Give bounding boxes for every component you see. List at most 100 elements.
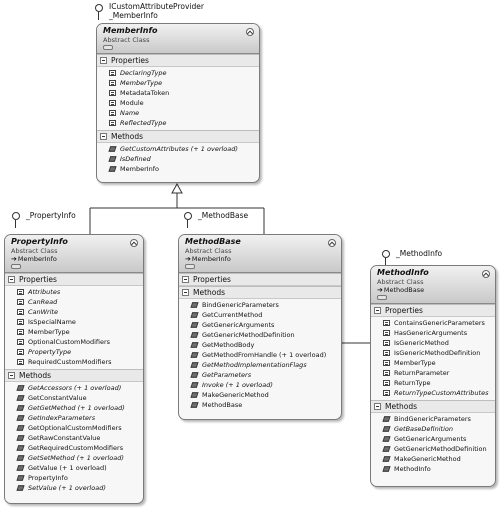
method-item[interactable]: GetCurrentMethod (179, 310, 341, 320)
method-item[interactable]: GetGenericMethodDefinition (371, 444, 495, 454)
inherits-arrow-icon: ➔ (185, 255, 191, 263)
collapse-section-icon[interactable] (182, 289, 189, 296)
property-item[interactable]: MetadataToken (97, 88, 259, 98)
collapse-section-icon[interactable] (374, 307, 381, 314)
collapse-section-icon[interactable] (8, 372, 15, 379)
method-item[interactable]: GetConstantValue (5, 393, 143, 403)
methods-section-header[interactable]: Methods (5, 369, 143, 382)
property-icon (109, 100, 116, 106)
collapse-section-icon[interactable] (100, 57, 107, 64)
method-item[interactable]: GetSetMethod (+ 1 overload) (5, 453, 143, 463)
method-item[interactable]: GetRequiredCustomModifiers (5, 443, 143, 453)
property-item[interactable]: CanRead (5, 297, 143, 307)
property-item[interactable]: ReturnParameter (371, 368, 495, 378)
method-item[interactable]: GetParameters (179, 370, 341, 380)
methods-section-header[interactable]: Methods (179, 286, 341, 299)
method-item[interactable]: GetCustomAttributes (+ 1 overload) (97, 144, 259, 154)
method-item[interactable]: MethodInfo (371, 464, 495, 474)
class-header[interactable]: MethodInfo Abstract Class ➔MethodBase (371, 266, 495, 304)
method-item[interactable]: MethodBase (179, 400, 341, 410)
method-item[interactable]: GetMethodImplementationFlags (179, 360, 341, 370)
expand-section-icon[interactable] (182, 276, 189, 283)
method-item[interactable]: GetIndexParameters (5, 413, 143, 423)
method-icon (108, 156, 117, 162)
method-item[interactable]: MakeGenericMethod (179, 390, 341, 400)
property-item[interactable]: HasGenericArguments (371, 328, 495, 338)
method-item[interactable]: MakeGenericMethod (371, 454, 495, 464)
expand-details-icon[interactable] (11, 264, 21, 269)
property-item[interactable]: Attributes (5, 287, 143, 297)
property-item[interactable]: IsGenericMethod (371, 338, 495, 348)
collapse-section-icon[interactable] (100, 133, 107, 140)
method-item[interactable]: BindGenericParameters (371, 414, 495, 424)
method-icon (190, 402, 199, 408)
method-item[interactable]: GetBaseDefinition (371, 424, 495, 434)
methodbase-class-box[interactable]: MethodBase Abstract Class ➔MemberInfo Pr… (178, 234, 342, 420)
method-item[interactable]: GetGenericArguments (371, 434, 495, 444)
method-name: MethodInfo (394, 465, 431, 473)
class-header[interactable]: PropertyInfo Abstract Class ➔MemberInfo (5, 235, 143, 273)
method-icon (190, 342, 199, 348)
collapse-section-icon[interactable] (8, 276, 15, 283)
class-header[interactable]: MethodBase Abstract Class ➔MemberInfo (179, 235, 341, 273)
method-item[interactable]: GetMethodFromHandle (+ 1 overload) (179, 350, 341, 360)
method-item[interactable]: GetGetMethod (+ 1 overload) (5, 403, 143, 413)
class-header[interactable]: MemberInfo Abstract Class (97, 24, 259, 54)
collapse-class-icon[interactable] (328, 239, 336, 247)
method-item[interactable]: MemberInfo (97, 164, 259, 174)
property-item[interactable]: CanWrite (5, 307, 143, 317)
property-item[interactable]: Module (97, 98, 259, 108)
method-item[interactable]: GetAccessors (+ 1 overload) (5, 383, 143, 393)
property-item[interactable]: MemberType (371, 358, 495, 368)
interface-lollipop-icon (95, 4, 103, 12)
methods-section-header[interactable]: Methods (97, 130, 259, 143)
collapse-class-icon[interactable] (482, 270, 490, 278)
property-item[interactable]: MemberType (5, 327, 143, 337)
property-item[interactable]: ReturnType (371, 378, 495, 388)
class-kind: Abstract Class (103, 36, 150, 44)
property-item[interactable]: DeclaringType (97, 68, 259, 78)
method-item[interactable]: BindGenericParameters (179, 300, 341, 310)
method-name: BindGenericParameters (394, 415, 471, 423)
property-item[interactable]: MemberType (97, 78, 259, 88)
propertyinfo-class-box[interactable]: PropertyInfo Abstract Class ➔MemberInfo … (4, 234, 144, 504)
method-item[interactable]: PropertyInfo (5, 473, 143, 483)
method-item[interactable]: GetOptionalCustomModifiers (5, 423, 143, 433)
method-item[interactable]: IsDefined (97, 154, 259, 164)
collapse-section-icon[interactable] (374, 403, 381, 410)
method-item[interactable]: Invoke (+ 1 overload) (179, 380, 341, 390)
properties-section-header[interactable]: Properties (5, 273, 143, 286)
collapse-class-icon[interactable] (246, 28, 254, 36)
method-icon (16, 425, 25, 431)
property-item[interactable]: ContainsGenericParameters (371, 318, 495, 328)
properties-section-header[interactable]: Properties (97, 54, 259, 67)
method-item[interactable]: GetGenericArguments (179, 320, 341, 330)
property-item[interactable]: IsSpecialName (5, 317, 143, 327)
method-item[interactable]: GetGenericMethodDefinition (179, 330, 341, 340)
method-item[interactable]: SetValue (+ 1 overload) (5, 483, 143, 493)
method-icon (16, 475, 25, 481)
property-item[interactable]: ReflectedType (97, 118, 259, 128)
methods-section-header[interactable]: Methods (371, 400, 495, 413)
property-item[interactable]: ReturnTypeCustomAttributes (371, 388, 495, 398)
method-item[interactable]: GetMethodBody (179, 340, 341, 350)
property-item[interactable]: Name (97, 108, 259, 118)
propertyinfo-interface-label: _PropertyInfo (26, 211, 76, 220)
method-item[interactable]: GetRawConstantValue (5, 433, 143, 443)
property-name: ReturnTypeCustomAttributes (394, 389, 489, 397)
method-name: GetRawConstantValue (28, 434, 101, 442)
base-class-line: ➔MemberInfo (185, 255, 335, 263)
property-item[interactable]: OptionalCustomModifiers (5, 337, 143, 347)
expand-details-icon[interactable] (377, 295, 387, 300)
methodinfo-class-box[interactable]: MethodInfo Abstract Class ➔MethodBase Pr… (370, 265, 496, 487)
collapse-class-icon[interactable] (130, 239, 138, 247)
properties-section-header[interactable]: Properties (179, 273, 341, 286)
properties-section-header[interactable]: Properties (371, 304, 495, 317)
property-item[interactable]: RequiredCustomModifiers (5, 357, 143, 367)
expand-details-icon[interactable] (185, 264, 195, 269)
property-item[interactable]: IsGenericMethodDefinition (371, 348, 495, 358)
expand-details-icon[interactable] (103, 45, 113, 50)
property-item[interactable]: PropertyType (5, 347, 143, 357)
method-item[interactable]: GetValue (+ 1 overload) (5, 463, 143, 473)
memberinfo-class-box[interactable]: MemberInfo Abstract Class Properties Dec… (96, 23, 260, 183)
